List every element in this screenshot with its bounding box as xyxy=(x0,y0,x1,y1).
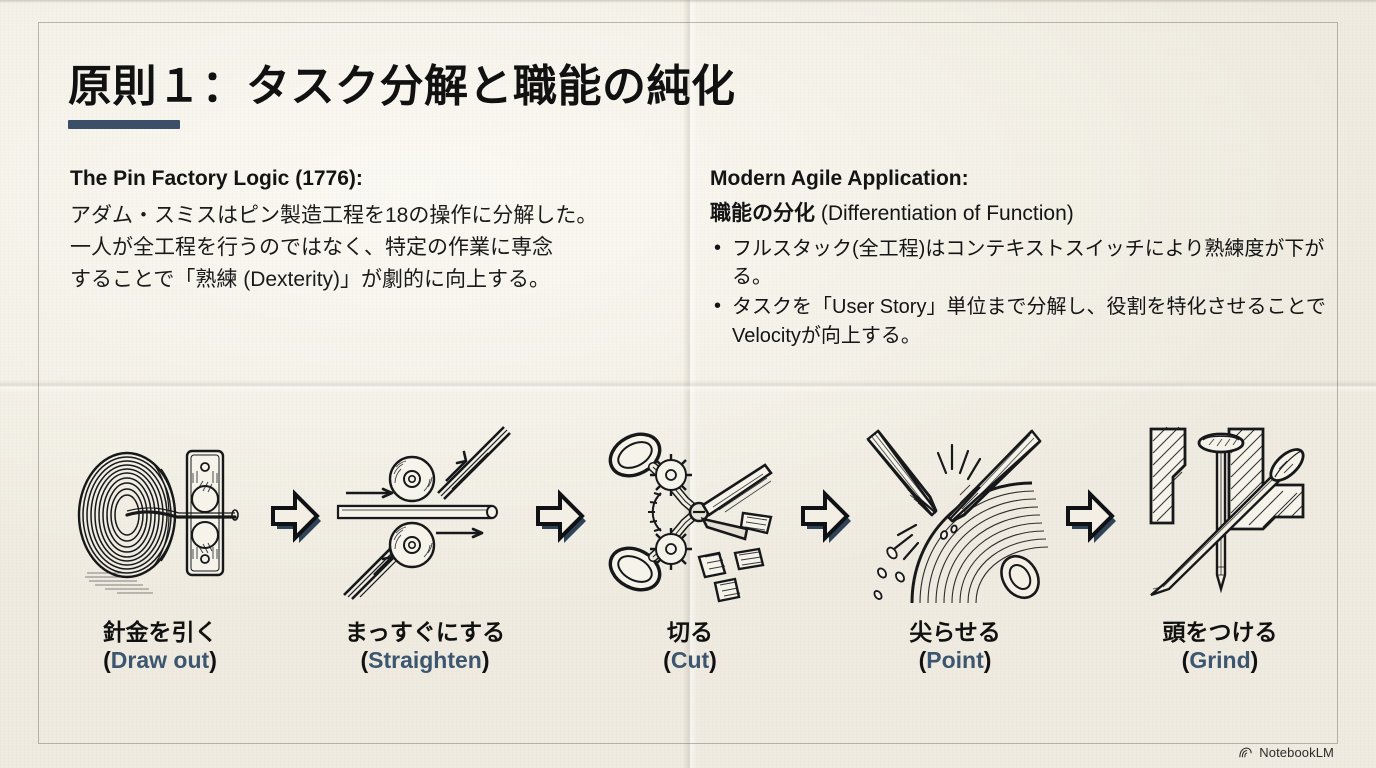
step-label-en-word: Draw out xyxy=(110,647,210,674)
process-step-2-label: まっすぐにする (Straighten) xyxy=(345,618,505,674)
geared-shears-cut-icon xyxy=(590,412,790,612)
block-arrow-right-icon xyxy=(262,412,324,612)
right-column: Modern Agile Application: 職能の分化 (Differe… xyxy=(710,165,1335,352)
step-label-jp: 頭をつける xyxy=(1162,619,1278,645)
step-label-en: (Straighten) xyxy=(345,646,505,674)
list-item: フルスタック(全工程)はコンテキストスイッチにより熟練度が下がる。 xyxy=(710,234,1335,292)
process-step-1-label: 針金を引く (Draw out) xyxy=(103,618,218,674)
left-column: The Pin Factory Logic (1776): アダム・スミスはピン… xyxy=(70,165,685,296)
paren-close: ) xyxy=(481,647,490,674)
pin-head-die-icon xyxy=(1120,412,1320,612)
step-label-jp: 切る xyxy=(666,619,713,645)
process-step-5-label: 頭をつける (Grind) xyxy=(1163,618,1278,674)
paren-open: ( xyxy=(663,647,671,674)
left-column-heading: The Pin Factory Logic (1776): xyxy=(70,167,363,190)
paren-close: ) xyxy=(709,647,717,674)
left-body-line-2: 一人が全工程を行うのではなく、特定の作業に専念 xyxy=(70,236,553,260)
process-step-2: まっすぐにする (Straighten) xyxy=(325,412,525,674)
step-label-jp: まっすぐにする xyxy=(344,619,506,645)
step-label-en: (Point) xyxy=(909,646,1001,674)
paren-open: ( xyxy=(918,647,927,674)
process-step-5: 頭をつける (Grind) xyxy=(1120,412,1320,674)
process-step-3-label: 切る (Cut) xyxy=(663,618,717,674)
title-accent-rule xyxy=(68,120,180,129)
left-body-line-1: アダム・スミスはピン製造工程を18の操作に分解した。 xyxy=(70,204,598,228)
left-column-body: アダム・スミスはピン製造工程を18の操作に分解した。 一人が全工程を行うのではな… xyxy=(70,200,685,296)
paren-close: ) xyxy=(1250,647,1259,674)
straightening-rollers-icon xyxy=(325,412,525,612)
step-label-en-word: Straighten xyxy=(368,647,482,674)
step-label-en: (Draw out) xyxy=(103,646,218,674)
process-step-1: 針金を引く (Draw out) xyxy=(60,412,260,674)
paren-open: ( xyxy=(360,647,369,674)
list-item: タスクを「User Story」単位まで分解し、役割を特化させることでVeloc… xyxy=(710,292,1335,350)
right-column-bullet-list: フルスタック(全工程)はコンテキストスイッチにより熟練度が下がる。 タスクを「U… xyxy=(710,234,1335,351)
notebooklm-logo-icon xyxy=(1238,745,1253,760)
process-step-3: 切る (Cut) xyxy=(590,412,790,674)
step-label-jp: 尖らせる xyxy=(909,619,1001,645)
right-column-subheading: 職能の分化 (Differentiation of Function) xyxy=(710,200,1335,228)
process-step-4-label: 尖らせる (Point) xyxy=(909,618,1001,674)
process-flow-diagram: 針金を引く (Draw out) xyxy=(60,412,1320,712)
left-body-line-3: することで「熟練 (Dexterity)」が劇的に向上する。 xyxy=(70,268,551,292)
paren-open: ( xyxy=(103,647,111,674)
block-arrow-right-icon xyxy=(1057,412,1119,612)
step-label-en-word: Point xyxy=(926,647,984,674)
wire-coil-draw-plate-icon xyxy=(60,412,260,612)
right-column-heading: Modern Agile Application: xyxy=(710,167,969,190)
step-label-jp: 針金を引く xyxy=(102,619,218,645)
step-label-en: (Grind) xyxy=(1163,646,1278,674)
block-arrow-right-icon xyxy=(527,412,589,612)
subheading-jp: 職能の分化 xyxy=(710,202,815,226)
step-label-en-word: Grind xyxy=(1189,647,1251,674)
notebooklm-watermark: NotebookLM xyxy=(1238,745,1334,760)
process-step-4: 尖らせる (Point) xyxy=(855,412,1055,674)
block-arrow-right-icon xyxy=(792,412,854,612)
step-label-en-word: Cut xyxy=(670,647,710,674)
paren-close: ) xyxy=(983,647,992,674)
paren-close: ) xyxy=(209,647,217,674)
grinding-wheel-sparks-icon xyxy=(855,412,1055,612)
notebooklm-label: NotebookLM xyxy=(1259,745,1334,760)
page-title: 原則１：タスク分解と職能の純化 xyxy=(68,62,736,111)
paren-open: ( xyxy=(1181,647,1190,674)
step-label-en: (Cut) xyxy=(663,646,717,674)
subheading-en: (Differentiation of Function) xyxy=(815,202,1074,226)
